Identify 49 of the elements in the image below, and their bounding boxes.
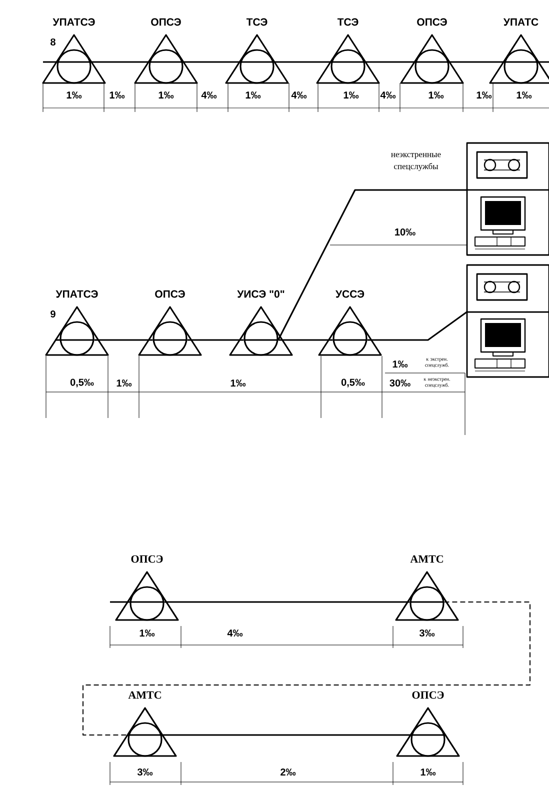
- value-label: 9: [50, 310, 56, 318]
- value-label: 1‰: [476, 92, 492, 98]
- terminal-drawing: [466, 264, 549, 378]
- station-label: ОПСЭ: [155, 290, 185, 298]
- station-label: УПАТС: [503, 18, 538, 26]
- value-label: 0,5‰: [70, 378, 94, 388]
- value-label: 8: [50, 38, 56, 46]
- value-label: 4‰: [291, 92, 307, 98]
- station-label: ОПСЭ: [151, 18, 181, 26]
- station-label: УПАТСЭ: [56, 290, 98, 298]
- station-label: АМТС: [410, 555, 443, 563]
- value-label: 1‰: [230, 380, 246, 386]
- connector-line: [278, 339, 333, 341]
- station-label: АМТС: [128, 691, 161, 699]
- connector-line: [162, 734, 411, 736]
- connector-line: [365, 61, 415, 63]
- value-label: 1‰: [110, 92, 125, 98]
- station-label: ОПСЭ: [412, 691, 444, 699]
- value-label: 10‰: [395, 228, 416, 236]
- station-label: УПАТСЭ: [52, 18, 95, 26]
- connector-line: [183, 61, 240, 63]
- station-label: ТСЭ: [246, 18, 268, 26]
- station-label: ОПСЭ: [417, 18, 447, 26]
- value-label: 3‰: [137, 768, 153, 776]
- value-label: 1‰: [392, 360, 408, 368]
- connector-line: [187, 339, 244, 341]
- value-label: 1‰: [420, 768, 436, 776]
- connector-line: [94, 339, 153, 341]
- value-label: 1‰: [116, 380, 132, 386]
- station-label: УИСЭ "0": [237, 290, 284, 298]
- station-label: ОПСЭ: [131, 555, 163, 563]
- value-label: 4‰: [201, 92, 217, 98]
- value-label: 3‰: [419, 629, 435, 637]
- value-label: 4‰: [227, 630, 243, 636]
- connector-line: [278, 189, 467, 340]
- value-label: 0,5‰: [341, 378, 365, 388]
- station-label: УССЭ: [336, 290, 364, 298]
- connector-line: [164, 601, 410, 603]
- node-label: неэкстренные спецслужбы: [391, 153, 441, 171]
- value-label: 4‰: [380, 92, 396, 98]
- value-label: 1‰: [140, 630, 155, 636]
- connector-line: [367, 311, 468, 341]
- station-label: ТСЭ: [337, 18, 358, 26]
- connector-line: [274, 61, 331, 63]
- connector-line: [82, 602, 530, 736]
- value-label: 30‰: [390, 379, 410, 387]
- connector-line: [91, 61, 149, 63]
- value-label: 2‰: [280, 768, 296, 776]
- connector-line: [449, 61, 504, 63]
